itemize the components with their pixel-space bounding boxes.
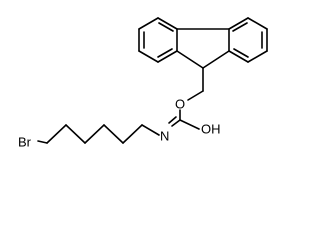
bond <box>103 124 124 144</box>
double-bond-inner <box>233 48 249 58</box>
hexyl-chain <box>37 124 160 144</box>
atom-label-nitrogen: N <box>160 129 169 144</box>
double-bond-inner <box>232 22 248 32</box>
atom-label-oxygen: O <box>175 97 185 112</box>
bond-c-oh <box>179 119 200 130</box>
atom-label-hydroxyl: OH <box>201 122 221 137</box>
bond <box>65 124 86 144</box>
bond <box>46 124 67 144</box>
bond <box>37 140 48 144</box>
bond <box>122 124 143 144</box>
bond-ch2-o <box>187 90 204 101</box>
fluorene-right-ring <box>228 17 268 63</box>
fluorene-left-ring <box>138 17 178 63</box>
bond <box>228 50 249 63</box>
double-bond-inner <box>158 22 174 32</box>
bond <box>157 50 178 63</box>
bond <box>176 50 204 69</box>
bond <box>247 17 268 30</box>
fluorene-five-ring <box>176 28 230 69</box>
bond <box>138 17 159 30</box>
molecule-structure: O OH N Br <box>18 17 268 150</box>
atom-label-bromine: Br <box>18 135 32 150</box>
bond <box>141 124 160 136</box>
double-bond-c-n <box>171 119 181 127</box>
double-bond-c-n <box>168 116 177 124</box>
bond <box>228 17 249 30</box>
double-bond-inner <box>157 48 173 58</box>
bond <box>157 17 178 30</box>
bond <box>247 50 268 63</box>
bond <box>138 50 159 63</box>
bond <box>202 50 230 69</box>
bond <box>84 124 105 144</box>
